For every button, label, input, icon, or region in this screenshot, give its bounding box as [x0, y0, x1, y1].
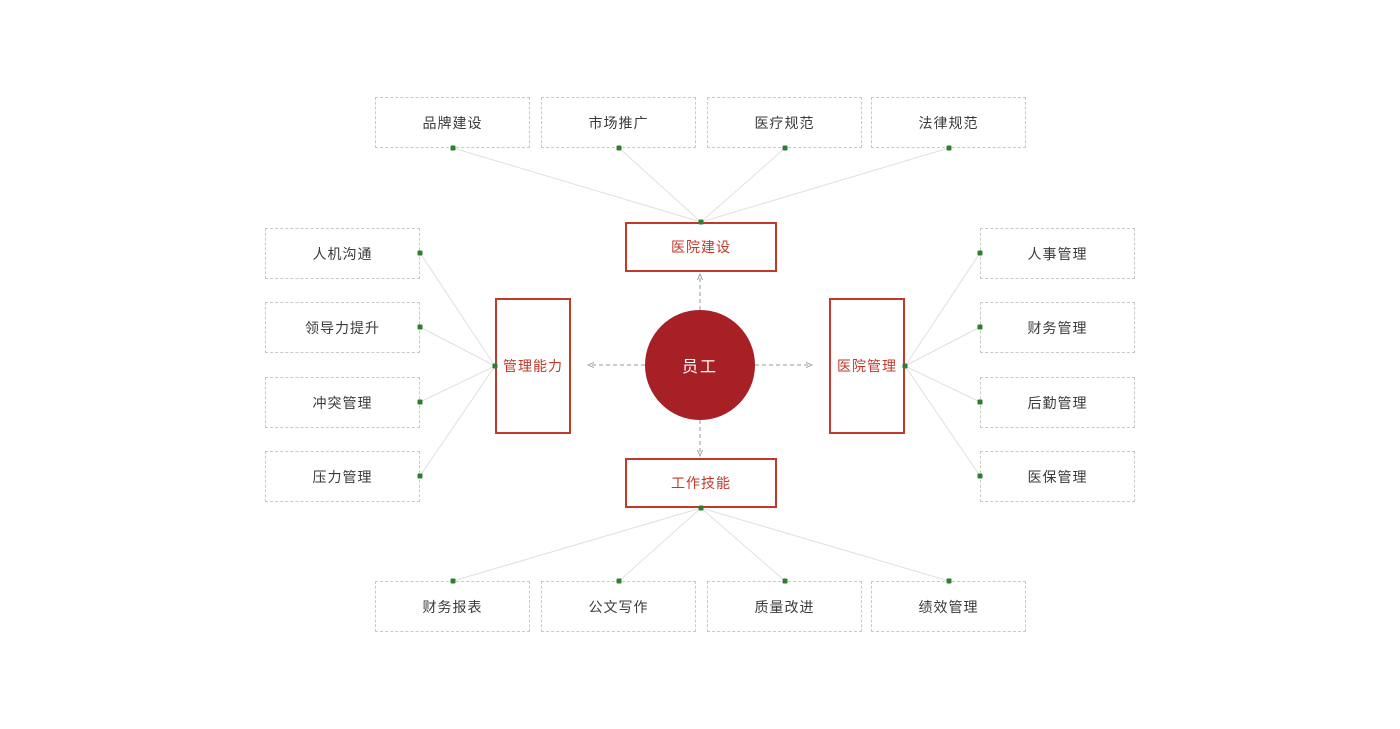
node-label: 工作技能: [671, 475, 731, 491]
wire-quality-improvement-to-work-skills: [700, 507, 786, 582]
branch-node-management-ability[interactable]: 管理能力: [495, 298, 571, 434]
anchor-dot-human-machine-comm: [417, 250, 423, 256]
node-label: 医院管理: [837, 358, 897, 374]
node-label: 领导力提升: [305, 319, 380, 336]
node-label: 医院建设: [671, 239, 731, 255]
anchor-dot-financial-reports: [450, 578, 456, 584]
wire-hr-management-to-hospital-management: [904, 252, 981, 367]
leaf-node-market-promotion[interactable]: 市场推广: [541, 97, 696, 148]
anchor-dot-quality-improvement: [782, 578, 788, 584]
wire-human-machine-comm-to-management-ability: [419, 252, 496, 367]
anchor-dot-hospital-management: [902, 363, 908, 369]
node-label: 公文写作: [588, 598, 649, 615]
anchor-dot-official-writing: [616, 578, 622, 584]
wire-logistics-management-to-hospital-management: [904, 365, 981, 403]
leaf-node-brand-building[interactable]: 品牌建设: [375, 97, 530, 148]
anchor-dot-leadership-boost: [417, 324, 423, 330]
leaf-node-conflict-management[interactable]: 冲突管理: [265, 377, 420, 428]
wire-official-writing-to-work-skills: [618, 507, 702, 582]
node-label: 人机沟通: [312, 245, 373, 262]
node-label: 法律规范: [918, 114, 979, 131]
branch-node-hospital-management[interactable]: 医院管理: [829, 298, 905, 434]
leaf-node-performance-mgmt[interactable]: 绩效管理: [871, 581, 1026, 632]
wire-insurance-management-to-hospital-management: [904, 365, 981, 477]
wire-leadership-boost-to-management-ability: [419, 326, 496, 367]
node-label: 市场推广: [588, 114, 649, 131]
anchor-dot-hr-management: [977, 250, 983, 256]
anchor-dot-finance-management: [977, 324, 983, 330]
leaf-node-finance-management[interactable]: 财务管理: [980, 302, 1135, 353]
wire-medical-standards-to-hospital-construction: [700, 147, 786, 223]
anchor-dot-insurance-management: [977, 473, 983, 479]
leaf-node-financial-reports[interactable]: 财务报表: [375, 581, 530, 632]
wire-brand-building-to-hospital-construction: [452, 147, 702, 223]
leaf-node-legal-standards[interactable]: 法律规范: [871, 97, 1026, 148]
anchor-dot-market-promotion: [616, 145, 622, 151]
wire-financial-reports-to-work-skills: [452, 507, 702, 582]
anchor-dot-stress-management: [417, 473, 423, 479]
wire-stress-management-to-management-ability: [419, 365, 496, 477]
leaf-node-logistics-management[interactable]: 后勤管理: [980, 377, 1135, 428]
anchor-dot-logistics-management: [977, 399, 983, 405]
wire-market-promotion-to-hospital-construction: [618, 147, 702, 223]
anchor-dot-legal-standards: [946, 145, 952, 151]
node-label: 管理能力: [503, 358, 563, 374]
anchor-dot-conflict-management: [417, 399, 423, 405]
node-label: 绩效管理: [918, 598, 979, 615]
node-label: 人事管理: [1027, 245, 1088, 262]
wire-finance-management-to-hospital-management: [904, 326, 981, 367]
node-label: 财务报表: [422, 598, 483, 615]
leaf-node-quality-improvement[interactable]: 质量改进: [707, 581, 862, 632]
anchor-dot-work-skills: [698, 505, 704, 511]
node-label: 后勤管理: [1027, 394, 1088, 411]
branch-node-hospital-construction[interactable]: 医院建设: [625, 222, 777, 272]
anchor-dot-medical-standards: [782, 145, 788, 151]
leaf-node-official-writing[interactable]: 公文写作: [541, 581, 696, 632]
node-label: 质量改进: [754, 598, 815, 615]
anchor-dot-management-ability: [492, 363, 498, 369]
leaf-node-human-machine-comm[interactable]: 人机沟通: [265, 228, 420, 279]
leaf-node-insurance-management[interactable]: 医保管理: [980, 451, 1135, 502]
node-label: 医疗规范: [754, 114, 815, 131]
leaf-node-leadership-boost[interactable]: 领导力提升: [265, 302, 420, 353]
anchor-dot-brand-building: [450, 145, 456, 151]
node-label: 冲突管理: [312, 394, 373, 411]
node-label: 压力管理: [312, 468, 373, 485]
center-node-employee[interactable]: 员工: [645, 310, 755, 420]
anchor-dot-hospital-construction: [698, 219, 704, 225]
leaf-node-stress-management[interactable]: 压力管理: [265, 451, 420, 502]
wire-legal-standards-to-hospital-construction: [700, 147, 950, 223]
node-label: 品牌建设: [422, 114, 483, 131]
center-node-label: 员工: [681, 359, 718, 376]
anchor-dot-performance-mgmt: [946, 578, 952, 584]
leaf-node-medical-standards[interactable]: 医疗规范: [707, 97, 862, 148]
branch-node-work-skills[interactable]: 工作技能: [625, 458, 777, 508]
wire-conflict-management-to-management-ability: [419, 365, 496, 403]
leaf-node-hr-management[interactable]: 人事管理: [980, 228, 1135, 279]
node-label: 医保管理: [1027, 468, 1088, 485]
node-label: 财务管理: [1027, 319, 1088, 336]
wire-performance-mgmt-to-work-skills: [700, 507, 950, 582]
